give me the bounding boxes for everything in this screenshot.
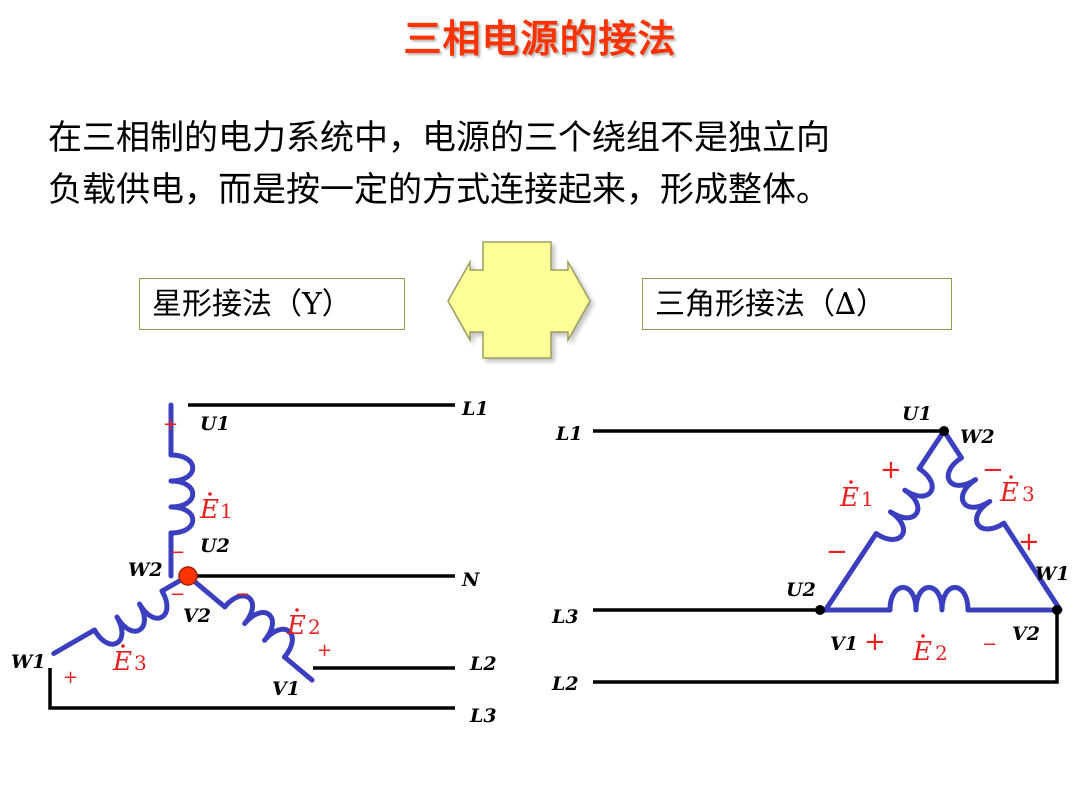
delta-coil-3 — [941, 428, 1063, 613]
star-label-l2: L2 — [469, 653, 497, 675]
delta-sign-e3-minus: − — [982, 455, 1004, 485]
delta-emf-1: E 1 — [839, 480, 874, 513]
star-sign-u2-minus: − — [170, 542, 185, 563]
delta-sign-e1-minus: − — [826, 537, 848, 567]
star-sign-w2-minus: − — [170, 584, 185, 605]
delta-label-l1: L1 — [555, 423, 583, 445]
svg-text:E: E — [286, 611, 306, 641]
star-label-u1: U1 — [200, 413, 230, 435]
delta-coil-1 — [822, 428, 947, 613]
delta-label-u2: U2 — [786, 579, 816, 601]
star-label-l1: L1 — [461, 398, 489, 420]
svg-text:E: E — [999, 478, 1019, 508]
delta-connection-label: 三角形接法（∆） — [642, 278, 952, 330]
svg-text:E: E — [839, 483, 859, 513]
delta-node-left — [815, 605, 825, 615]
delta-label-v1: V1 — [830, 633, 858, 655]
description-line-1: 在三相制的电力系统中，电源的三个绕组不是独立向 — [48, 118, 830, 158]
description-line-2: 负载供电，而是按一定的方式连接起来，形成整体。 — [48, 170, 830, 210]
delta-emf-3: E 3 — [999, 475, 1035, 508]
star-sign-w1-plus: + — [63, 667, 78, 688]
delta-label-u1: U1 — [902, 403, 932, 425]
svg-text:3: 3 — [134, 651, 147, 675]
delta-sign-e2-minus: − — [982, 634, 997, 655]
delta-label-w1: W1 — [1035, 563, 1070, 585]
delta-node-top — [939, 426, 949, 436]
svg-text:3: 3 — [1022, 482, 1035, 506]
svg-text:1: 1 — [220, 499, 233, 523]
star-label-w1: W1 — [11, 651, 46, 673]
star-wire-l3 — [48, 668, 455, 710]
svg-text:E: E — [112, 647, 132, 677]
star-sign-v1-plus: + — [317, 640, 332, 661]
svg-text:E: E — [912, 637, 932, 667]
delta-sign-e1-plus: + — [880, 455, 902, 485]
star-sign-u1-plus: + — [163, 414, 178, 435]
description: 在三相制的电力系统中，电源的三个绕组不是独立向 负载供电，而是按一定的方式连接起… — [48, 112, 830, 216]
star-emf-2: E 2 — [286, 608, 321, 641]
star-label-v2: V2 — [183, 605, 211, 627]
star-emf-3: E 3 — [112, 644, 147, 677]
star-label-l3: L3 — [469, 705, 497, 727]
svg-text:1: 1 — [861, 487, 874, 511]
delta-node-right — [1052, 605, 1062, 615]
delta-sign-e2-plus: + — [864, 627, 886, 657]
delta-label-v2: V2 — [1012, 623, 1040, 645]
delta-emf-2: E 2 — [912, 634, 948, 667]
page-title: 三相电源的接法 — [403, 16, 677, 61]
star-label-u2: U2 — [200, 535, 230, 557]
bidirectional-arrow-icon — [447, 241, 591, 359]
star-label-w2: W2 — [128, 559, 163, 581]
star-coil-u — [168, 452, 196, 536]
star-label-v1: V1 — [272, 678, 300, 700]
delta-diagram: U1 W2 U2 W1 V1 V2 L1 L3 L2 E 1 E 3 E 2 +… — [551, 403, 1070, 695]
delta-sign-e3-plus: + — [1018, 527, 1040, 557]
star-diagram: U1 U2 W2 V2 W1 V1 L1 N L2 L3 E 1 E 2 E 3… — [11, 398, 497, 727]
star-neutral-node — [178, 566, 198, 586]
delta-label-l2: L2 — [551, 673, 579, 695]
delta-label-w2: W2 — [960, 426, 995, 448]
delta-label-l3: L3 — [551, 606, 579, 628]
svg-text:2: 2 — [935, 641, 948, 665]
delta-wire-l2 — [593, 610, 1059, 684]
star-connection-label: 星形接法（Y） — [139, 278, 405, 330]
svg-text:E: E — [199, 495, 219, 525]
svg-text:2: 2 — [308, 615, 321, 639]
star-sign-v2-minus: − — [235, 584, 250, 605]
star-emf-1: E 1 — [199, 492, 233, 525]
delta-coil-2 — [817, 585, 1060, 613]
star-label-n: N — [461, 569, 480, 591]
